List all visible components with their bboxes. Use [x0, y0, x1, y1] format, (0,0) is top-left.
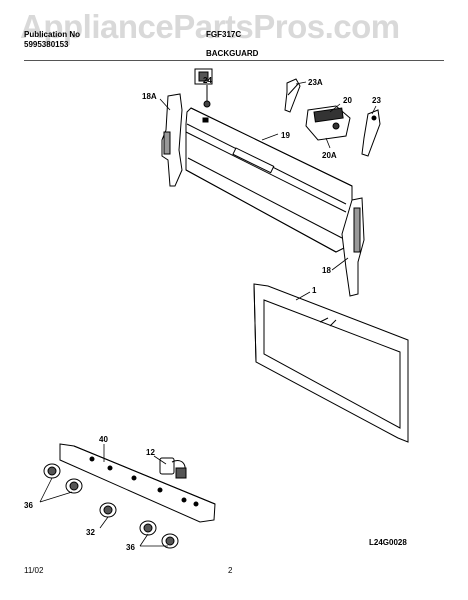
diagram-code: L24G0028 — [369, 538, 407, 547]
callout-20: 20 — [343, 96, 352, 105]
knob-group-36-right — [139, 520, 179, 549]
callout-18: 18 — [322, 266, 331, 275]
callout-40: 40 — [99, 435, 108, 444]
callout-36-right: 36 — [126, 543, 135, 552]
knob-32 — [99, 502, 117, 518]
part-18a-left-endcap — [161, 93, 183, 187]
callout-20a: 20A — [322, 151, 337, 160]
watermark: AppliancePartsPros.com — [20, 8, 400, 45]
knob-group-36-left — [43, 463, 83, 494]
callout-19: 19 — [281, 131, 290, 140]
callout-36-left: 36 — [24, 501, 33, 510]
callout-23a: 23A — [308, 78, 323, 87]
callout-32: 32 — [86, 528, 95, 537]
part-40-control-panel — [59, 443, 216, 523]
part-23a-bracket — [284, 78, 301, 113]
header-divider — [24, 60, 444, 61]
callout-18a: 18A — [142, 92, 157, 101]
part-1-frame — [253, 283, 409, 443]
model-number: FGF317C — [206, 30, 242, 39]
page-number: 2 — [228, 566, 233, 575]
leader-lines — [39, 81, 377, 547]
callout-23: 23 — [372, 96, 381, 105]
footer-date: 11/02 — [24, 566, 44, 575]
part-20-housing — [305, 105, 351, 141]
part-23-bracket — [361, 109, 381, 157]
part-18-right-endcap — [341, 197, 365, 297]
callout-24: 24 — [203, 76, 212, 85]
part-24-clock — [194, 68, 213, 108]
publication-label: Publication No — [24, 30, 80, 39]
callout-12: 12 — [146, 448, 155, 457]
part-12-switch — [159, 457, 187, 479]
section-title: BACKGUARD — [206, 49, 259, 58]
callout-1: 1 — [312, 286, 317, 295]
publication-number: 5995380153 — [24, 40, 69, 49]
